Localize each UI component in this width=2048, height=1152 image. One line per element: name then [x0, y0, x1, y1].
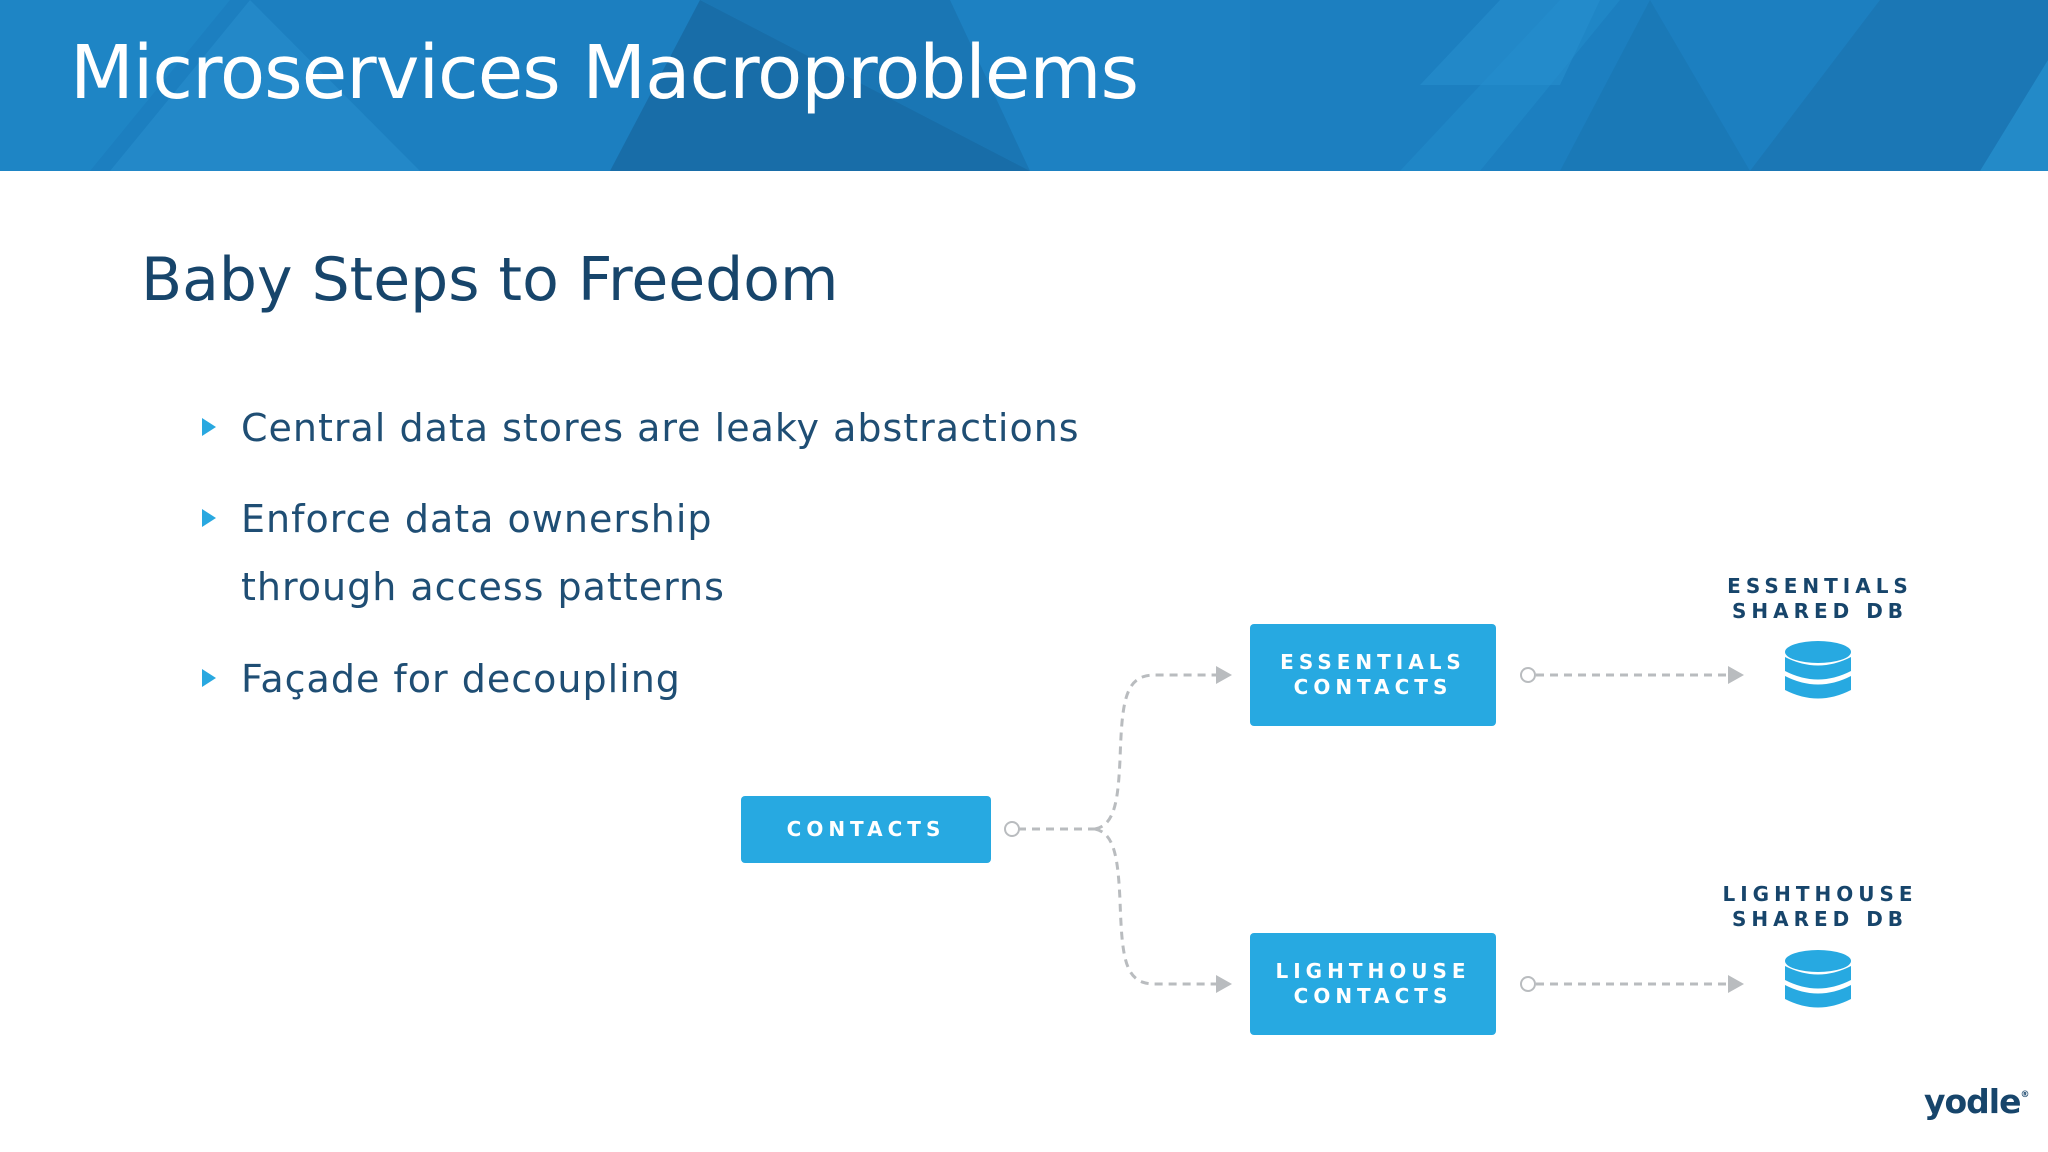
database-icon: [1785, 641, 1851, 699]
node-label: CONTACTS: [1293, 984, 1453, 1008]
lighthouse-db-label: LIGHTHOUSE SHARED DB: [1705, 882, 1935, 932]
arrowhead-icon: [1728, 975, 1744, 993]
bullet-text: Central data stores are leaky abstractio…: [241, 406, 1080, 450]
essentials-contacts-node: ESSENTIALS CONTACTS: [1250, 624, 1496, 726]
header-background-pattern: [0, 0, 2048, 171]
bullet-triangle-icon: [202, 509, 216, 527]
bullet-text: Façade for decoupling: [241, 657, 681, 701]
yodle-logo: yodle®: [1924, 1082, 2030, 1121]
bullet-text: Enforce data ownership: [241, 497, 713, 541]
bullet-item: Enforce data ownership through access pa…: [202, 485, 725, 621]
database-icon: [1785, 950, 1851, 1008]
connector-circle-icon: [1004, 821, 1020, 837]
bullet-triangle-icon: [202, 418, 216, 436]
bullet-item: Central data stores are leaky abstractio…: [202, 394, 1080, 462]
arrowhead-icon: [1728, 666, 1744, 684]
node-label: CONTACTS: [1293, 675, 1453, 699]
arrowhead-icon: [1216, 666, 1232, 684]
registered-mark: ®: [2020, 1090, 2030, 1100]
slide-subtitle: Baby Steps to Freedom: [141, 245, 839, 315]
bullet-triangle-icon: [202, 669, 216, 687]
connector-line: [1094, 673, 1216, 831]
bullet-text-continuation: through access patterns: [241, 565, 725, 609]
bullet-item: Façade for decoupling: [202, 645, 681, 713]
db-label-line: LIGHTHOUSE: [1722, 882, 1918, 906]
slide-title: Microservices Macroproblems: [70, 30, 1139, 116]
db-label-line: ESSENTIALS: [1727, 574, 1913, 598]
connector-circle-icon: [1520, 667, 1536, 683]
node-label: CONTACTS: [786, 817, 946, 841]
db-label-line: SHARED DB: [1731, 599, 1909, 623]
node-label: ESSENTIALS: [1280, 650, 1466, 674]
contacts-node: CONTACTS: [741, 796, 991, 863]
connector-line: [1094, 827, 1216, 986]
connector-circle-icon: [1520, 976, 1536, 992]
logo-text: yodle: [1924, 1082, 2021, 1121]
header-banner: Microservices Macroproblems: [0, 0, 2048, 171]
arrowhead-icon: [1216, 975, 1232, 993]
essentials-db-label: ESSENTIALS SHARED DB: [1705, 574, 1935, 624]
db-label-line: SHARED DB: [1731, 907, 1909, 931]
lighthouse-contacts-node: LIGHTHOUSE CONTACTS: [1250, 933, 1496, 1035]
node-label: LIGHTHOUSE: [1275, 959, 1471, 983]
